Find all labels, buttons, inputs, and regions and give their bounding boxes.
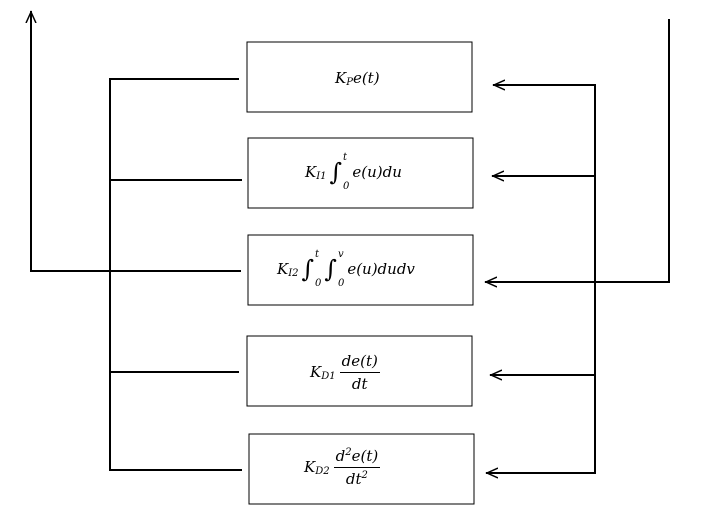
block-proportional xyxy=(246,41,473,113)
input-line xyxy=(594,19,670,283)
block-integral-1 xyxy=(247,137,474,209)
denominator: dt2 xyxy=(346,468,368,488)
gain-subscript: I2 xyxy=(288,267,299,279)
numerator: d2e(t) xyxy=(333,446,381,468)
upper-limit: t xyxy=(343,152,348,163)
denominator: dt xyxy=(351,374,368,393)
upper-limit: t xyxy=(315,249,320,260)
block-derivative-1 xyxy=(246,335,473,407)
formula-expression: e(t) xyxy=(352,69,380,87)
gain-symbol: K xyxy=(310,363,322,381)
numerator-exponent: 2 xyxy=(345,446,352,458)
gain-symbol: K xyxy=(304,458,316,476)
formula-expression: e(u)dudv xyxy=(347,260,415,278)
left-bus-line xyxy=(109,78,242,471)
gain-symbol: K xyxy=(277,260,289,278)
numerator-expression: e(t) xyxy=(351,446,379,465)
block-integral-2 xyxy=(247,234,474,306)
denominator-dt: dt xyxy=(345,469,362,488)
output-arrow-line xyxy=(31,12,111,272)
integral-sign: ∫ xyxy=(301,255,315,283)
lower-limit: 0 xyxy=(337,278,345,289)
integral-sign: ∫ xyxy=(324,255,337,283)
lower-limit: 0 xyxy=(343,181,350,192)
block-derivative-2 xyxy=(248,433,475,505)
gain-symbol: K xyxy=(335,69,347,87)
integral-sign: ∫ xyxy=(329,158,343,186)
lower-limit: 0 xyxy=(315,278,322,289)
formula-expression: e(u)du xyxy=(352,163,402,181)
gain-subscript: D2 xyxy=(315,465,330,477)
numerator: de(t) xyxy=(339,352,380,373)
gain-subscript: P xyxy=(346,76,353,88)
upper-limit: v xyxy=(337,249,344,260)
denominator-exponent: 2 xyxy=(361,469,368,481)
gain-subscript: D1 xyxy=(321,370,336,382)
fraction: de(t)dt xyxy=(339,352,380,393)
gain-symbol: K xyxy=(305,163,317,181)
fraction: d2e(t) dt2 xyxy=(333,446,381,488)
numerator-d: d xyxy=(335,446,346,465)
gain-subscript: I1 xyxy=(316,170,327,182)
